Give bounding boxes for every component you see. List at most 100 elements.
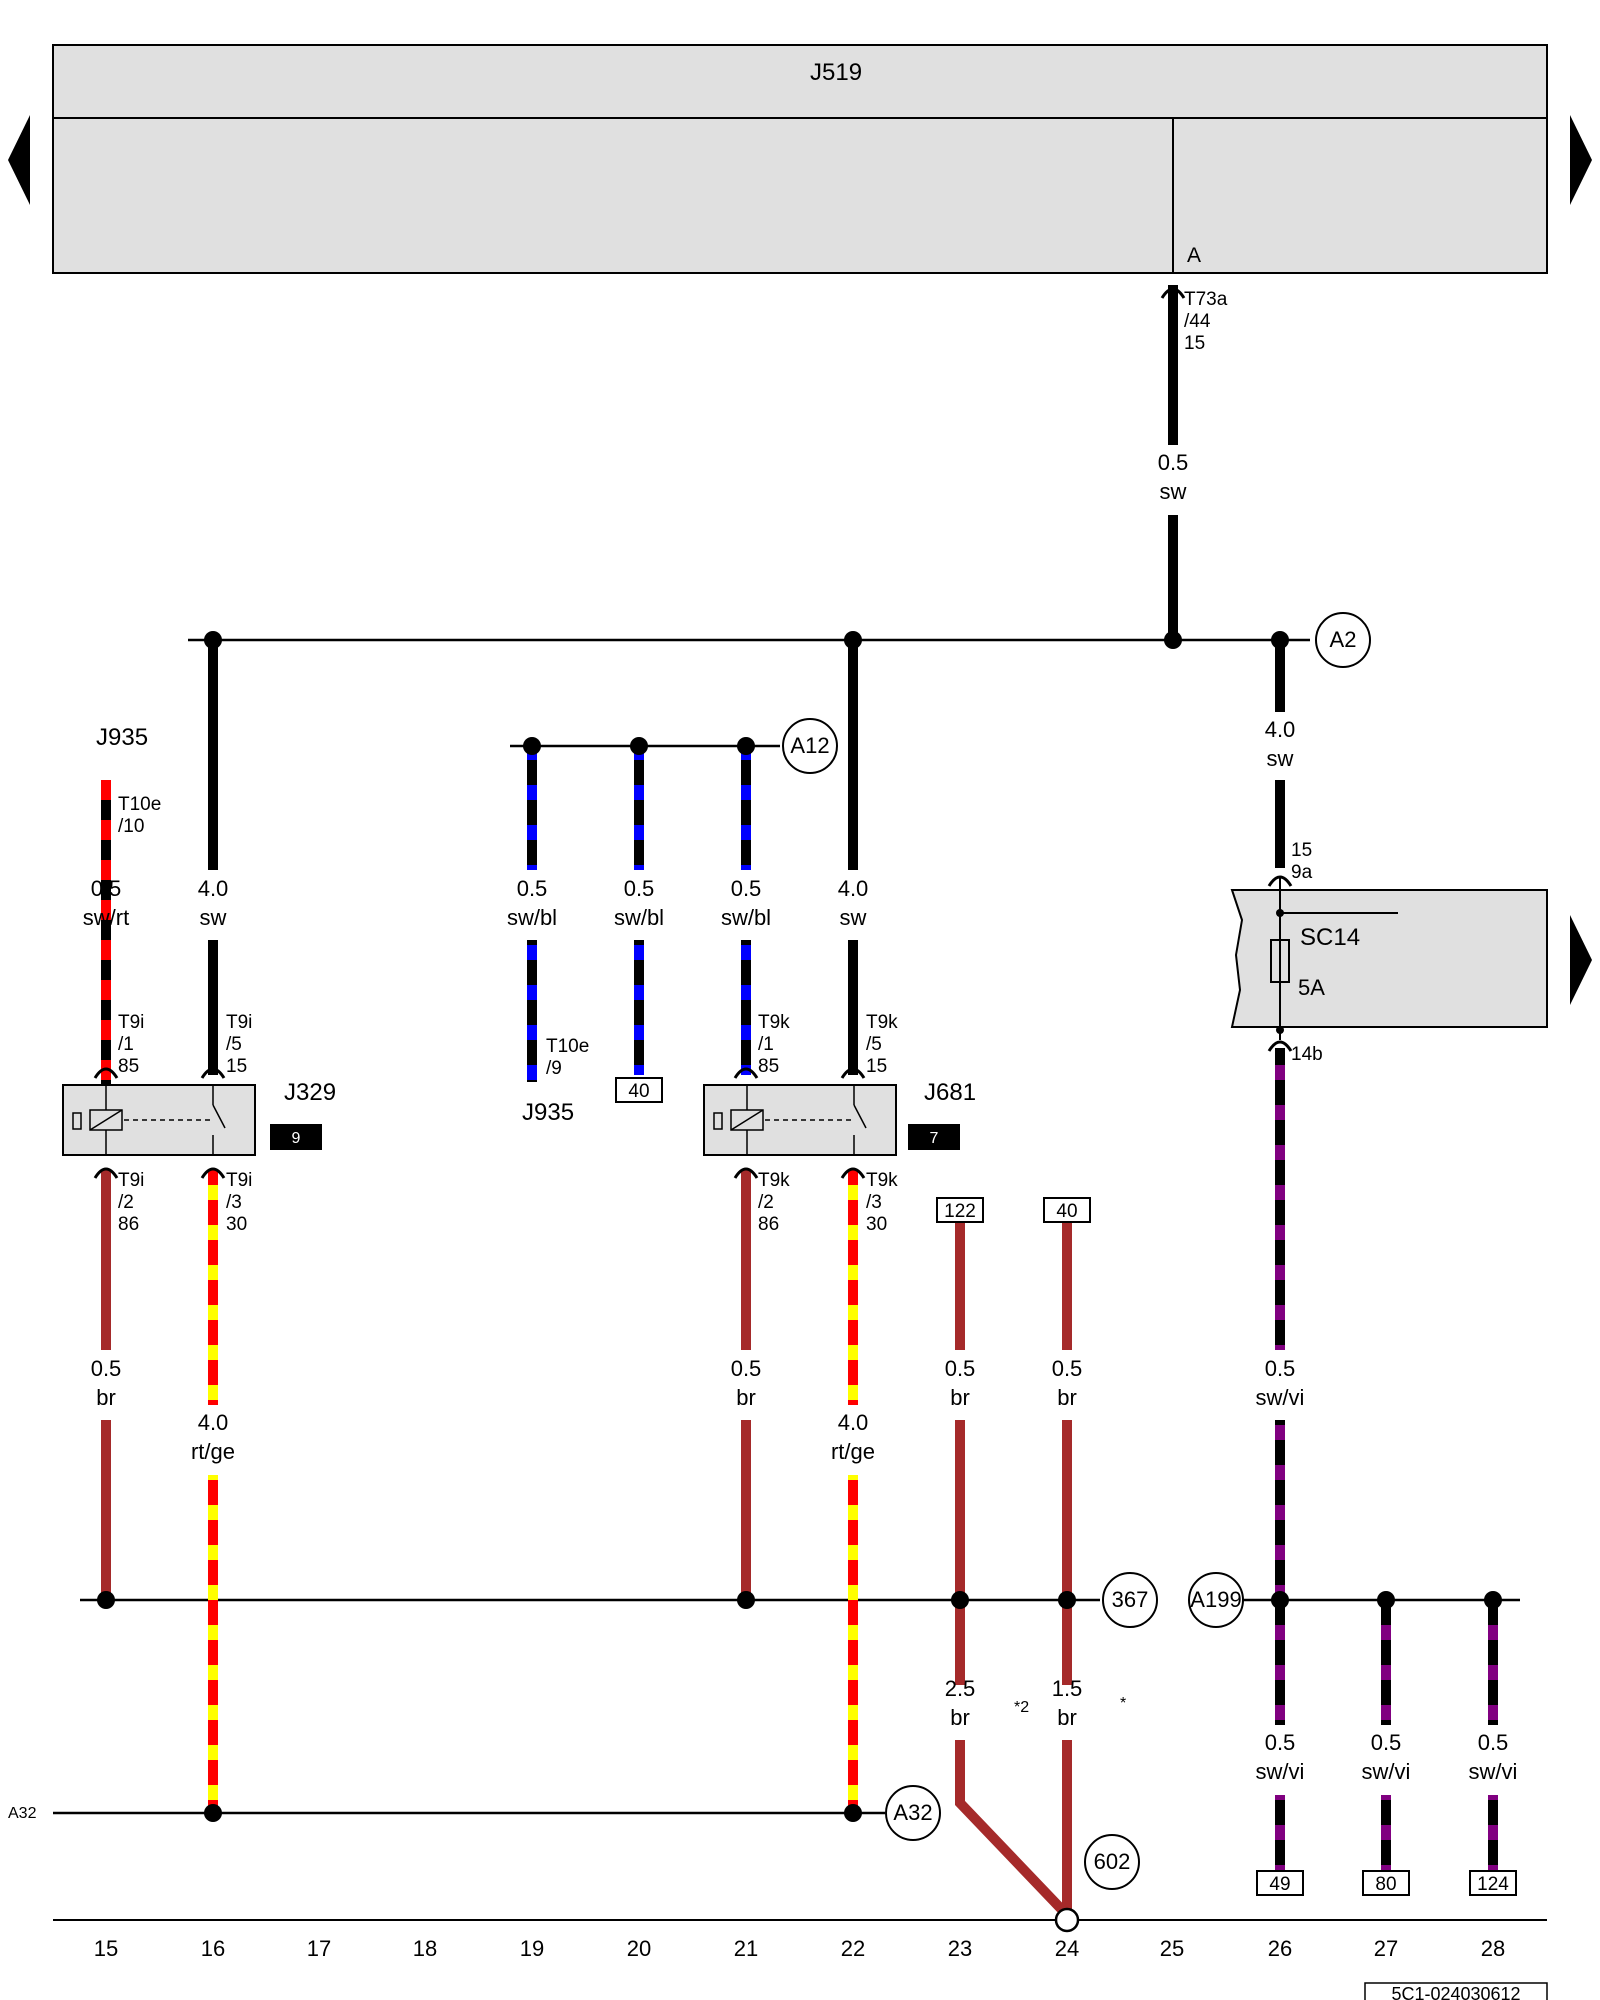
ground-point-602 (1054, 1907, 1080, 1933)
wire-24-b (1062, 1420, 1072, 1600)
junction-dot (844, 631, 862, 649)
j329-label: J329 (284, 1079, 336, 1106)
ref-box (1043, 1197, 1091, 1223)
wire-gauge-w27c: 0.5 (1371, 1730, 1402, 1755)
pin-T10e_9: T10e/9 (546, 1036, 589, 1079)
wire-21-br-b (741, 1420, 751, 1600)
node-a2-circle (1315, 612, 1371, 668)
junction-dot (1377, 1591, 1395, 1609)
wire-16-rtge-a (208, 1170, 218, 1405)
nav-left-icon[interactable] (8, 115, 30, 205)
wire-color-w22b: rt/ge (831, 1439, 875, 1464)
wire-color-w23c: br (950, 1705, 970, 1730)
j329-slot-badge (270, 1124, 322, 1150)
wire-color-w23: br (950, 1385, 970, 1410)
nav-right-top-icon[interactable] (1570, 115, 1592, 205)
wire-15-relay (101, 780, 111, 1085)
wire-color-w15b: br (96, 1385, 116, 1410)
wire-color-w_top: sw (1160, 479, 1187, 504)
junction-dot (204, 1804, 222, 1822)
footer-code: 5C1-024030612 (1391, 1984, 1520, 2000)
wire-color-w26c: sw/vi (1256, 1759, 1305, 1784)
connector-icon (200, 1167, 226, 1179)
column-number: 23 (948, 1936, 972, 1961)
wire-19-b (527, 940, 537, 1082)
wire-gauge-w26c: 0.5 (1265, 1730, 1296, 1755)
wire-19-a (527, 746, 537, 870)
nav-right-mid-icon[interactable] (1570, 915, 1592, 1005)
column-number: 26 (1268, 1936, 1292, 1961)
wire-16-b (208, 940, 218, 1075)
junction-dot (1271, 631, 1289, 649)
junction-dot (630, 737, 648, 755)
wire-gauge-w23c: 2.5 (945, 1676, 976, 1701)
sc14-panel (1230, 889, 1548, 1028)
wire-20-a (634, 746, 644, 870)
wire-26-vi-a (1275, 1048, 1285, 1350)
wire-23-c (955, 1600, 965, 1685)
connector-icon (840, 1067, 866, 1079)
column-number: 16 (201, 1936, 225, 1961)
junction-dot (204, 631, 222, 649)
wire-21-br-a (741, 1170, 751, 1350)
column-number: 21 (734, 1936, 758, 1961)
pin-T10e_10: T10e/10 (118, 794, 161, 837)
wire-26-b (1275, 780, 1285, 868)
ref-box (1256, 1870, 1304, 1896)
column-number: 24 (1055, 1936, 1079, 1961)
wire-gauge-w26: 4.0 (1265, 717, 1296, 742)
node-a2: A2 (1330, 627, 1357, 652)
a32-left-label: A32 (8, 1805, 37, 1822)
connector-icon (1267, 1040, 1293, 1052)
ref-box (1469, 1870, 1517, 1896)
node-a12-circle (782, 718, 838, 774)
ref-box (1362, 1870, 1410, 1896)
wire-color-w15: sw/rt (83, 905, 129, 930)
ref-r124: 124 (1477, 1874, 1509, 1895)
junction-dot (844, 1804, 862, 1822)
wire-16-a (208, 640, 218, 870)
connector-icon (93, 1067, 119, 1079)
wire-26-vi-c (1275, 1795, 1285, 1872)
junction-dot (737, 737, 755, 755)
j681-slot: 7 (930, 1130, 939, 1147)
junction-dot (737, 1591, 755, 1609)
ref-r40a: 40 (628, 1081, 649, 1102)
ref-box (936, 1197, 984, 1223)
connector-icon (1267, 875, 1293, 887)
wire-color-w27c: sw/vi (1362, 1759, 1411, 1784)
wire-gauge-w15: 0.5 (91, 876, 122, 901)
wire-gauge-w26b: 0.5 (1265, 1356, 1296, 1381)
junction-dot (1484, 1591, 1502, 1609)
wire-color-w24c: br (1057, 1705, 1077, 1730)
j329-slot: 9 (292, 1130, 301, 1147)
wire-26-vi-b (1275, 1420, 1285, 1725)
column-number: 19 (520, 1936, 544, 1961)
wire-gauge-w16b: 4.0 (198, 1410, 229, 1435)
column-number: 20 (627, 1936, 651, 1961)
connector-icon (733, 1167, 759, 1179)
wire-gauge-w21b: 0.5 (731, 1356, 762, 1381)
wire-23-a (955, 1222, 965, 1350)
junction-dot (97, 1591, 115, 1609)
wire-color-w26b: sw/vi (1256, 1385, 1305, 1410)
j681-slot-badge (908, 1124, 960, 1150)
wire-21-b (741, 940, 751, 1075)
node-a32-circle (885, 1785, 941, 1841)
column-number: 18 (413, 1936, 437, 1961)
node-a12: A12 (790, 733, 829, 758)
sc14-rating: 5A (1298, 975, 1325, 1000)
note-n24: * (1120, 1695, 1126, 1712)
connector-icon (733, 1067, 759, 1079)
wire-gauge-w16: 4.0 (198, 876, 229, 901)
wire-gauge-w24c: 1.5 (1052, 1676, 1083, 1701)
ref-box (615, 1077, 663, 1103)
